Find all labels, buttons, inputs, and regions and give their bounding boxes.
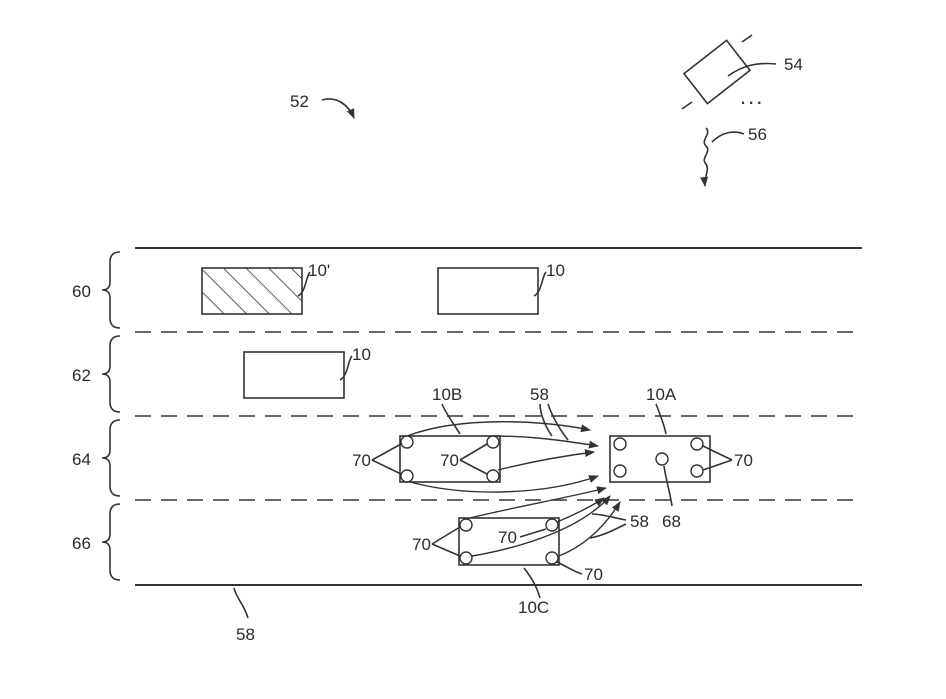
sensor-b-bottom-right: [486, 469, 500, 483]
controller-a: [655, 452, 669, 466]
system-label: 52: [290, 92, 309, 111]
comm-arrows-bottom-leader-2: [589, 523, 627, 539]
road-label: 58: [236, 625, 255, 644]
vehicle-lane2-label: 10: [352, 345, 371, 364]
sensor-c-left-label: 70: [412, 535, 431, 554]
vehicle-lane2-leader: [339, 355, 353, 381]
lane-label-62: 62: [72, 366, 91, 385]
sensor-c-top-left: [459, 518, 473, 532]
comm-arrow-c-1: [469, 486, 607, 519]
comm-arrows-top-leader-2: [547, 403, 569, 441]
comm-arrow-c-4: [558, 501, 621, 557]
satellite-icon: [681, 34, 753, 110]
sensor-a-right-leader-bottom: [702, 459, 733, 471]
signal-label: 56: [748, 125, 767, 144]
lane-label-64: 64: [72, 450, 91, 469]
satellite-leader: [727, 62, 777, 77]
vehicle-c: [458, 517, 560, 566]
sensor-a-bottom-left: [613, 464, 627, 478]
comm-arrow-b-2: [492, 435, 599, 449]
sensor-a-right-label: 70: [734, 451, 753, 470]
vehicle-lane1: [437, 267, 539, 315]
vehicle-a: [609, 435, 711, 483]
sensor-c-left-leader-top: [431, 526, 461, 545]
controller-label: 68: [662, 512, 681, 531]
lane-label-60: 60: [72, 282, 91, 301]
vehicle-b-label: 10B: [432, 385, 462, 404]
vehicle-lane1-label: 10: [546, 261, 565, 280]
sensor-c-right-label: 70: [584, 565, 603, 584]
sensor-b-top-right: [486, 435, 500, 449]
comm-arrow-b-1: [406, 421, 591, 437]
comm-arrow-c-3: [556, 497, 605, 523]
sensor-b-bottom-left: [400, 469, 414, 483]
sensor-c-top-right: [545, 518, 559, 532]
sensor-c-inner-leader: [519, 528, 547, 538]
sensor-a-top-right: [690, 437, 704, 451]
lane-brace-66: [101, 503, 121, 581]
system-label-arrow: [321, 98, 355, 119]
comm-arrows-top-label: 58: [530, 385, 549, 404]
vehicle-lane1-leader: [533, 271, 547, 297]
sensor-c-bottom-left: [459, 551, 473, 565]
comm-arrows-bottom-leader-1: [591, 513, 627, 521]
vehicle-lane2: [243, 351, 345, 399]
sensor-b-left-label: 70: [352, 451, 371, 470]
lane-brace-60: [101, 251, 121, 329]
vehicle-a-label: 10A: [646, 385, 677, 404]
signal-wave-arrow: [700, 127, 709, 187]
sensor-a-right-leader-top: [702, 445, 733, 461]
vehicle-hatched: [201, 267, 303, 315]
sensor-a-bottom-right: [690, 464, 704, 478]
satellite-label: 54: [784, 55, 803, 74]
vehicle-c-leader: [523, 567, 541, 599]
comm-arrow-b-3: [497, 449, 595, 471]
sensor-b-top-left: [400, 435, 414, 449]
road-label-leader: [233, 587, 249, 619]
sensor-b-inner-leader-top: [459, 443, 488, 461]
comm-arrows-top-leader-1: [539, 403, 553, 437]
vehicle-a-leader: [655, 403, 667, 435]
sensor-c-left-leader-bottom: [431, 543, 461, 557]
comm-arrow-b-4: [409, 475, 599, 493]
lane-label-66: 66: [72, 534, 91, 553]
sensor-c-inner-label: 70: [498, 528, 517, 547]
vehicle-hatched-label: 10': [308, 261, 330, 280]
vehicle-b: [399, 435, 501, 483]
comm-arrows-bottom-label: 58: [630, 512, 649, 531]
controller-leader: [663, 465, 673, 507]
vehicle-hatched-leader: [297, 271, 311, 297]
sensor-c-right-leader: [556, 561, 583, 575]
vehicle-c-label: 10C: [518, 598, 549, 617]
sensor-b-left-leader-bottom: [371, 459, 402, 475]
vehicle-b-leader: [441, 403, 461, 435]
sensor-b-inner-leader-bottom: [459, 459, 488, 475]
sensor-b-left-leader-top: [371, 443, 402, 461]
lane-brace-62: [101, 335, 121, 413]
sensor-c-bottom-right: [545, 551, 559, 565]
sensor-a-top-left: [613, 437, 627, 451]
lane-brace-64: [101, 419, 121, 497]
satellite-ellipsis: ...: [740, 84, 764, 109]
signal-leader: [711, 131, 745, 143]
sensor-b-inner-label: 70: [440, 451, 459, 470]
